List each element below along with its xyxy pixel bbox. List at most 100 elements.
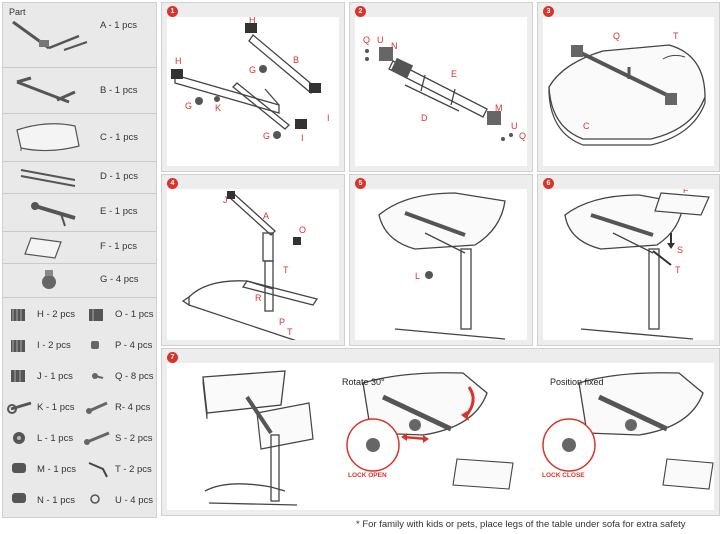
- rotate-caption: Rotate 30°: [342, 377, 385, 387]
- part-o-icon: [89, 309, 103, 321]
- step-7-panel: 7: [161, 348, 720, 516]
- step-4-callout-t-lower: T: [287, 327, 293, 337]
- screw-icon: [92, 373, 104, 379]
- step-1-callout-h-left: H: [175, 56, 182, 66]
- part-row-a: A - 1 pcs: [3, 3, 156, 68]
- bolt-icon: [86, 401, 108, 414]
- step-2-callout-q-left: Q: [363, 35, 370, 45]
- assembled-table-drawing: [202, 370, 314, 506]
- part-g-label: G - 4 pcs: [100, 274, 139, 285]
- step-1-callout-i-right: I: [327, 113, 330, 123]
- step-1-callout-i-bottom: I: [301, 133, 304, 143]
- step-1-callout-h-top: H: [249, 17, 256, 25]
- small-parts-icons: [7, 309, 110, 504]
- part-h-label: H - 2 pcs: [37, 309, 76, 320]
- part-f-label: F - 1 pcs: [100, 241, 137, 252]
- part-l-label: L - 1 pcs: [37, 433, 74, 444]
- part-row-c: C - 1 pcs: [3, 113, 156, 162]
- step-7-drawing: [202, 370, 714, 506]
- step-4-callout-a: A: [263, 211, 269, 221]
- part-i-icon: [11, 340, 25, 352]
- part-u-label: U - 4 pcs: [115, 495, 154, 506]
- step-2-drawing: Q U N E D M U Q: [363, 35, 526, 141]
- step-4-number: 4: [167, 178, 178, 189]
- part-b-image: [16, 76, 76, 104]
- step-5-callout-l: L: [415, 271, 420, 281]
- washer-icon: [90, 494, 100, 504]
- part-t-label: T - 2 pcs: [115, 464, 152, 475]
- lock-open-label: LOCK OPEN: [348, 472, 387, 479]
- step-6-panel: 6 F S T: [537, 174, 720, 346]
- step-3-callout-t: T: [673, 31, 679, 41]
- parts-title: Part: [9, 7, 26, 17]
- step-4-callout-p: P: [279, 317, 285, 327]
- part-m-icon: [12, 463, 26, 473]
- step-2-callout-u-right: U: [511, 121, 518, 131]
- step-3-callout-c: C: [583, 121, 590, 131]
- part-s-label: S - 2 pcs: [115, 433, 153, 444]
- step-6-drawing: F S T: [564, 189, 710, 340]
- step-2-callout-q-right: Q: [519, 131, 526, 141]
- part-r-label: R- 4 pcs: [115, 402, 151, 413]
- step-6-number: 6: [543, 178, 554, 189]
- part-o-label: O - 1 pcs: [115, 309, 154, 320]
- part-i-label: I - 2 pcs: [37, 340, 71, 351]
- part-a-label: A - 1 pcs: [100, 20, 137, 31]
- step-1-callout-g-1: G: [249, 65, 256, 75]
- step-2-callout-u-left: U: [377, 35, 384, 45]
- step-3-callout-q: Q: [613, 31, 620, 41]
- step-1-panel: 1 H H B G G K I I G: [161, 2, 345, 172]
- part-m-label: M - 1 pcs: [37, 464, 77, 475]
- part-j-icon: [11, 370, 25, 382]
- part-a-image: [12, 20, 88, 51]
- step-1-callout-k: K: [215, 103, 221, 113]
- lock-close-label: LOCK CLOSE: [542, 472, 585, 479]
- long-bolt-icon: [84, 431, 110, 445]
- step-5-number: 5: [355, 178, 366, 189]
- part-n-icon: [12, 493, 26, 503]
- safety-footnote: * For family with kids or pets, place le…: [356, 519, 686, 530]
- step-3-panel: 3 Q T C: [537, 2, 720, 172]
- step-1-drawing: H H B G G K I I G: [171, 17, 330, 143]
- step-4-callout-r: R: [255, 293, 262, 303]
- part-c-image: [16, 123, 80, 152]
- part-e-image: [31, 202, 76, 227]
- part-e-label: E - 1 pcs: [100, 206, 138, 217]
- step-1-number: 1: [167, 6, 178, 17]
- part-row-b: B - 1 pcs: [3, 67, 156, 114]
- small-parts-grid: H - 2 pcs I - 2 pcs J - 1 pcs K - 1 pcs …: [3, 299, 156, 517]
- hex-key-icon: [88, 462, 108, 478]
- rotate-detail-drawing: [346, 372, 514, 490]
- step-5-drawing: L: [378, 192, 506, 340]
- step-6-callout-t: T: [675, 265, 681, 275]
- step-4-drawing: J A O T R P T: [181, 191, 319, 340]
- part-h-icon: [11, 309, 25, 321]
- step-2-callout-m: M: [495, 103, 503, 113]
- step-6-callout-f: F: [683, 189, 689, 195]
- step-3-number: 3: [543, 6, 554, 17]
- step-7-number: 7: [167, 352, 178, 363]
- step-2-callout-d: D: [421, 113, 428, 123]
- part-row-f: F - 1 pcs: [3, 231, 156, 264]
- part-c-label: C - 1 pcs: [100, 132, 139, 143]
- step-6-callout-s: S: [677, 245, 683, 255]
- part-p-label: P - 4 pcs: [115, 340, 153, 351]
- step-1-callout-g-2: G: [185, 101, 192, 111]
- part-b-label: B - 1 pcs: [100, 85, 138, 96]
- part-q-label: Q - 8 pcs: [115, 371, 154, 382]
- part-k-label: K - 1 pcs: [37, 402, 75, 413]
- step-3-drawing: Q T C: [548, 31, 706, 146]
- step-1-callout-b: B: [293, 55, 299, 65]
- step-2-callout-n: N: [391, 41, 398, 51]
- fixed-detail-drawing: [542, 372, 714, 490]
- part-d-label: D - 1 pcs: [100, 171, 139, 182]
- part-d-image: [20, 169, 76, 187]
- position-fixed-caption: Position fixed: [550, 377, 604, 387]
- part-row-d: D - 1 pcs: [3, 161, 156, 194]
- part-row-g: G - 4 pcs: [3, 263, 156, 298]
- knob-icon: [13, 432, 25, 444]
- step-4-callout-t-upper: T: [283, 265, 289, 275]
- part-row-e: E - 1 pcs: [3, 193, 156, 232]
- part-j-label: J - 1 pcs: [37, 371, 73, 382]
- cap-icon: [91, 341, 99, 349]
